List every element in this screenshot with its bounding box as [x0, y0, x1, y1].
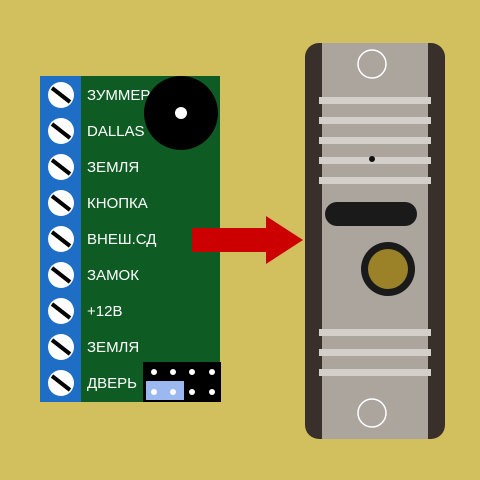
terminal-row: DALLAS — [48, 118, 145, 144]
terminal-row: ДВЕРЬ — [48, 370, 137, 396]
buzzer-icon — [144, 76, 218, 150]
terminal-label: DALLAS — [87, 123, 145, 140]
screw-terminal-icon — [48, 334, 74, 360]
lower-grille — [319, 329, 431, 376]
terminal-list: ЗУММЕР DALLAS ЗЕМЛЯ КНОПКА ВНЕШ.СД ЗАМОК +12В З… — [48, 82, 156, 396]
terminal-row: ВНЕШ.СД — [48, 226, 156, 252]
terminal-row: ЗУММЕР — [48, 82, 150, 108]
jumper-block — [143, 362, 221, 402]
terminal-label: ЗЕМЛЯ — [87, 159, 139, 176]
terminal-label: ДВЕРЬ — [87, 375, 137, 392]
terminal-row: ЗАМОК — [48, 262, 139, 288]
terminal-label: ЗАМОК — [87, 267, 139, 284]
terminal-label: КНОПКА — [87, 195, 148, 212]
terminal-label: ЗЕМЛЯ — [87, 339, 139, 356]
screw-terminal-icon — [48, 190, 74, 216]
terminal-row: ЗЕМЛЯ — [48, 154, 139, 180]
arrow-right-icon — [192, 216, 303, 264]
camera-lens-icon — [361, 242, 415, 296]
terminal-row: +12В — [48, 298, 122, 324]
terminal-row: ЗЕМЛЯ — [48, 334, 139, 360]
screw-terminal-icon — [48, 82, 74, 108]
bottom-screw-hole — [357, 398, 387, 428]
screw-terminal-icon — [48, 262, 74, 288]
screw-terminal-icon — [48, 226, 74, 252]
screw-terminal-icon — [48, 370, 74, 396]
microphone-hole — [369, 156, 375, 162]
screw-terminal-icon — [48, 154, 74, 180]
ir-window — [325, 202, 417, 226]
call-panel — [305, 43, 445, 439]
terminal-label: ВНЕШ.СД — [87, 231, 156, 248]
controller-board: ЗУММЕР DALLAS ЗЕМЛЯ КНОПКА ВНЕШ.СД ЗАМОК +12В З… — [40, 76, 221, 402]
screw-terminal-icon — [48, 298, 74, 324]
top-screw-hole — [357, 49, 387, 79]
jumper-pins-open — [189, 369, 215, 395]
terminal-label: +12В — [87, 303, 122, 320]
terminal-label: ЗУММЕР — [87, 87, 150, 104]
jumper-icon — [146, 369, 184, 400]
upper-grille — [319, 97, 431, 184]
terminal-row: КНОПКА — [48, 190, 148, 216]
screw-terminal-icon — [48, 118, 74, 144]
